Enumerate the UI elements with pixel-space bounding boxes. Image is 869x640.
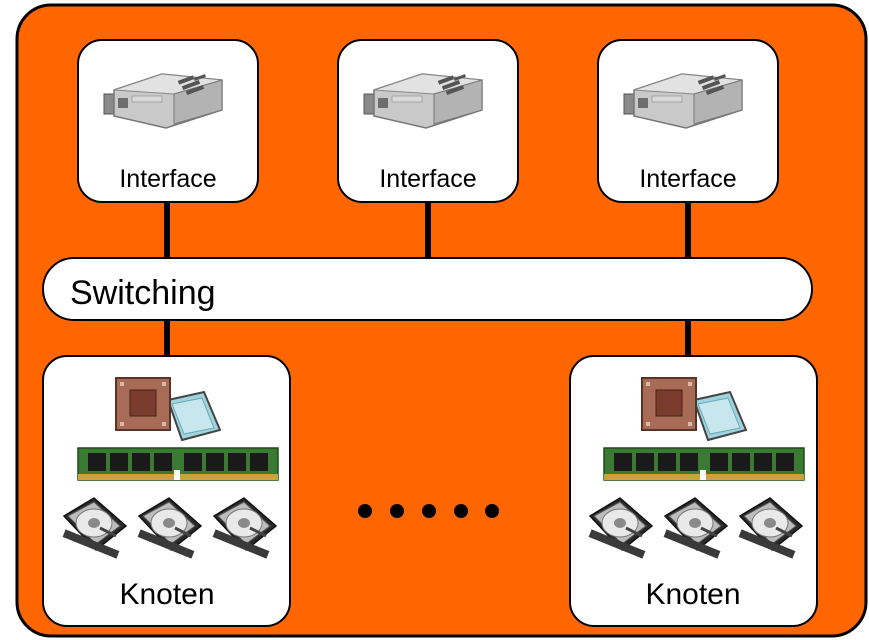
node-box-1: Knoten [42,355,291,627]
interface-box-1: Interface [77,39,259,203]
switching-label: Switching [70,274,216,312]
node-label: Knoten [119,578,214,611]
node-label: Knoten [645,578,740,611]
switching-bar: Switching [42,257,813,321]
ram-module-icon [77,447,279,481]
ram-module-icon [603,447,805,481]
interface-box-2: Interface [337,39,519,203]
interface-label: Interface [379,165,476,193]
interface-label: Interface [639,165,736,193]
interface-label: Interface [119,165,216,193]
interface-box-3: Interface [597,39,779,203]
connectors [164,202,691,356]
ellipsis-dots-icon [358,504,499,518]
node-box-2: Knoten [569,355,818,627]
